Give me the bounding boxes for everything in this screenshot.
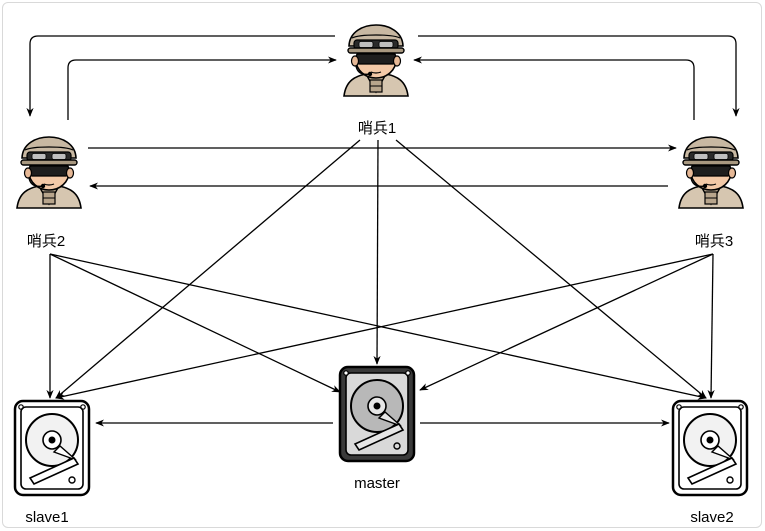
arrow-s3-to-master [419, 253, 714, 391]
hard-disk-icon [671, 399, 749, 497]
arrow-s1-to-slave1 [55, 139, 361, 399]
slave2-label: slave2 [690, 509, 733, 526]
hard-disk-icon [338, 365, 416, 463]
master-label: master [354, 475, 400, 492]
arrow-s3-to-s1 [413, 56, 695, 120]
sentinel-2: 哨兵2 [16, 136, 82, 250]
arrow-s1-to-s3 [418, 35, 740, 117]
sentinel-3: 哨兵3 [678, 136, 744, 250]
connectors [26, 35, 740, 427]
arrow-s2-to-slave2 [49, 253, 707, 400]
server-master: master [338, 365, 416, 492]
arrow-s2-to-master [49, 253, 341, 393]
arrow-s3-to-slave2 [707, 253, 715, 399]
soldier-icon [343, 24, 409, 97]
slave1-label: slave1 [25, 509, 68, 526]
soldier-icon [678, 136, 744, 209]
sentinel-3-label: 哨兵3 [695, 233, 733, 250]
arrow-s1-to-s2 [26, 35, 335, 117]
arrow-s2-to-s1 [67, 56, 337, 120]
sentinel-1: 哨兵1 [343, 24, 409, 137]
soldier-icon [16, 136, 82, 209]
sentinel-1-label: 哨兵1 [358, 120, 396, 137]
server-slave2: slave2 [671, 399, 749, 526]
hard-disk-icon [13, 399, 91, 497]
arrow-s1-to-master [373, 139, 381, 365]
arrow-s1-to-slave2 [395, 139, 707, 399]
sentinel-2-label: 哨兵2 [27, 233, 65, 250]
server-slave1: slave1 [13, 399, 91, 526]
arrow-s3-to-slave1 [55, 253, 714, 400]
